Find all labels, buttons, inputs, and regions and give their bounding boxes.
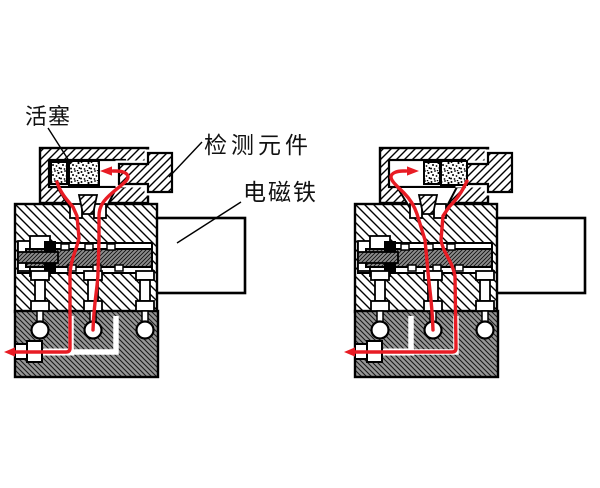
left-valve-section — [4, 148, 245, 377]
right-supply-flow-path — [389, 169, 435, 332]
right-chamber-arrowhead — [407, 166, 419, 176]
piston-leader-line — [47, 127, 72, 165]
electromagnet-leader-line — [176, 201, 242, 244]
electromagnet-label: 电磁铁 — [243, 180, 318, 205]
right-valve-structure — [355, 148, 585, 377]
annotations: 活塞 检测元件 电磁铁 — [25, 104, 318, 244]
left-chamber-arrowhead — [100, 166, 112, 176]
left-flow-paths — [4, 166, 130, 357]
left-return-flow-path — [11, 180, 81, 354]
right-magnet-block — [423, 161, 441, 185]
right-outlet-arrowhead — [344, 347, 355, 357]
right-flow-paths — [344, 166, 469, 357]
left-magnet-block — [50, 161, 68, 185]
piston-label: 活塞 — [25, 104, 71, 129]
right-piston — [440, 160, 468, 186]
left-valve-structure — [15, 148, 245, 377]
detection-element-leader-line — [168, 141, 203, 178]
right-return-flow-path — [351, 179, 469, 354]
left-supply-flow-path — [91, 169, 130, 332]
left-outlet-arrowhead — [4, 347, 15, 357]
right-valve-section — [344, 148, 585, 377]
detection-element-label: 检测元件 — [204, 133, 312, 158]
left-piston — [68, 160, 100, 186]
